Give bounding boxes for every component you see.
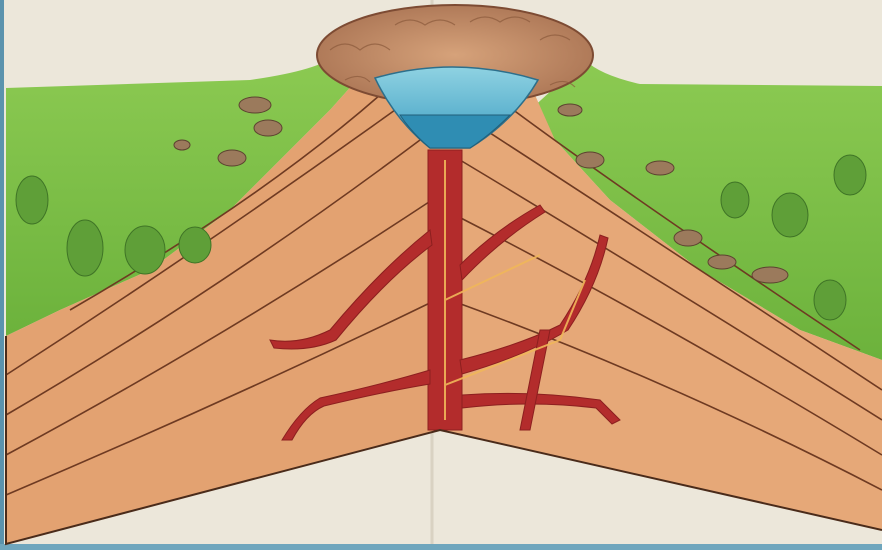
rock-right-4 <box>674 230 702 246</box>
bush-left-2 <box>67 220 103 276</box>
bush-left-4 <box>179 227 211 263</box>
scan-border-left <box>0 0 4 550</box>
rock-right-1 <box>558 104 582 116</box>
rock-right-5 <box>708 255 736 269</box>
rock-right-3 <box>646 161 674 175</box>
rock-left-4 <box>174 140 190 150</box>
scan-border-bottom <box>0 544 882 550</box>
bush-left-1 <box>16 176 48 224</box>
bush-right-1 <box>721 182 749 218</box>
bush-right-2 <box>772 193 808 237</box>
rock-left-2 <box>254 120 282 136</box>
bush-right-3 <box>834 155 866 195</box>
bush-right-4 <box>814 280 846 320</box>
rock-left-1 <box>239 97 271 113</box>
rock-right-2 <box>576 152 604 168</box>
bush-left-3 <box>125 226 165 274</box>
rock-left-3 <box>218 150 246 166</box>
rock-right-6 <box>752 267 788 283</box>
